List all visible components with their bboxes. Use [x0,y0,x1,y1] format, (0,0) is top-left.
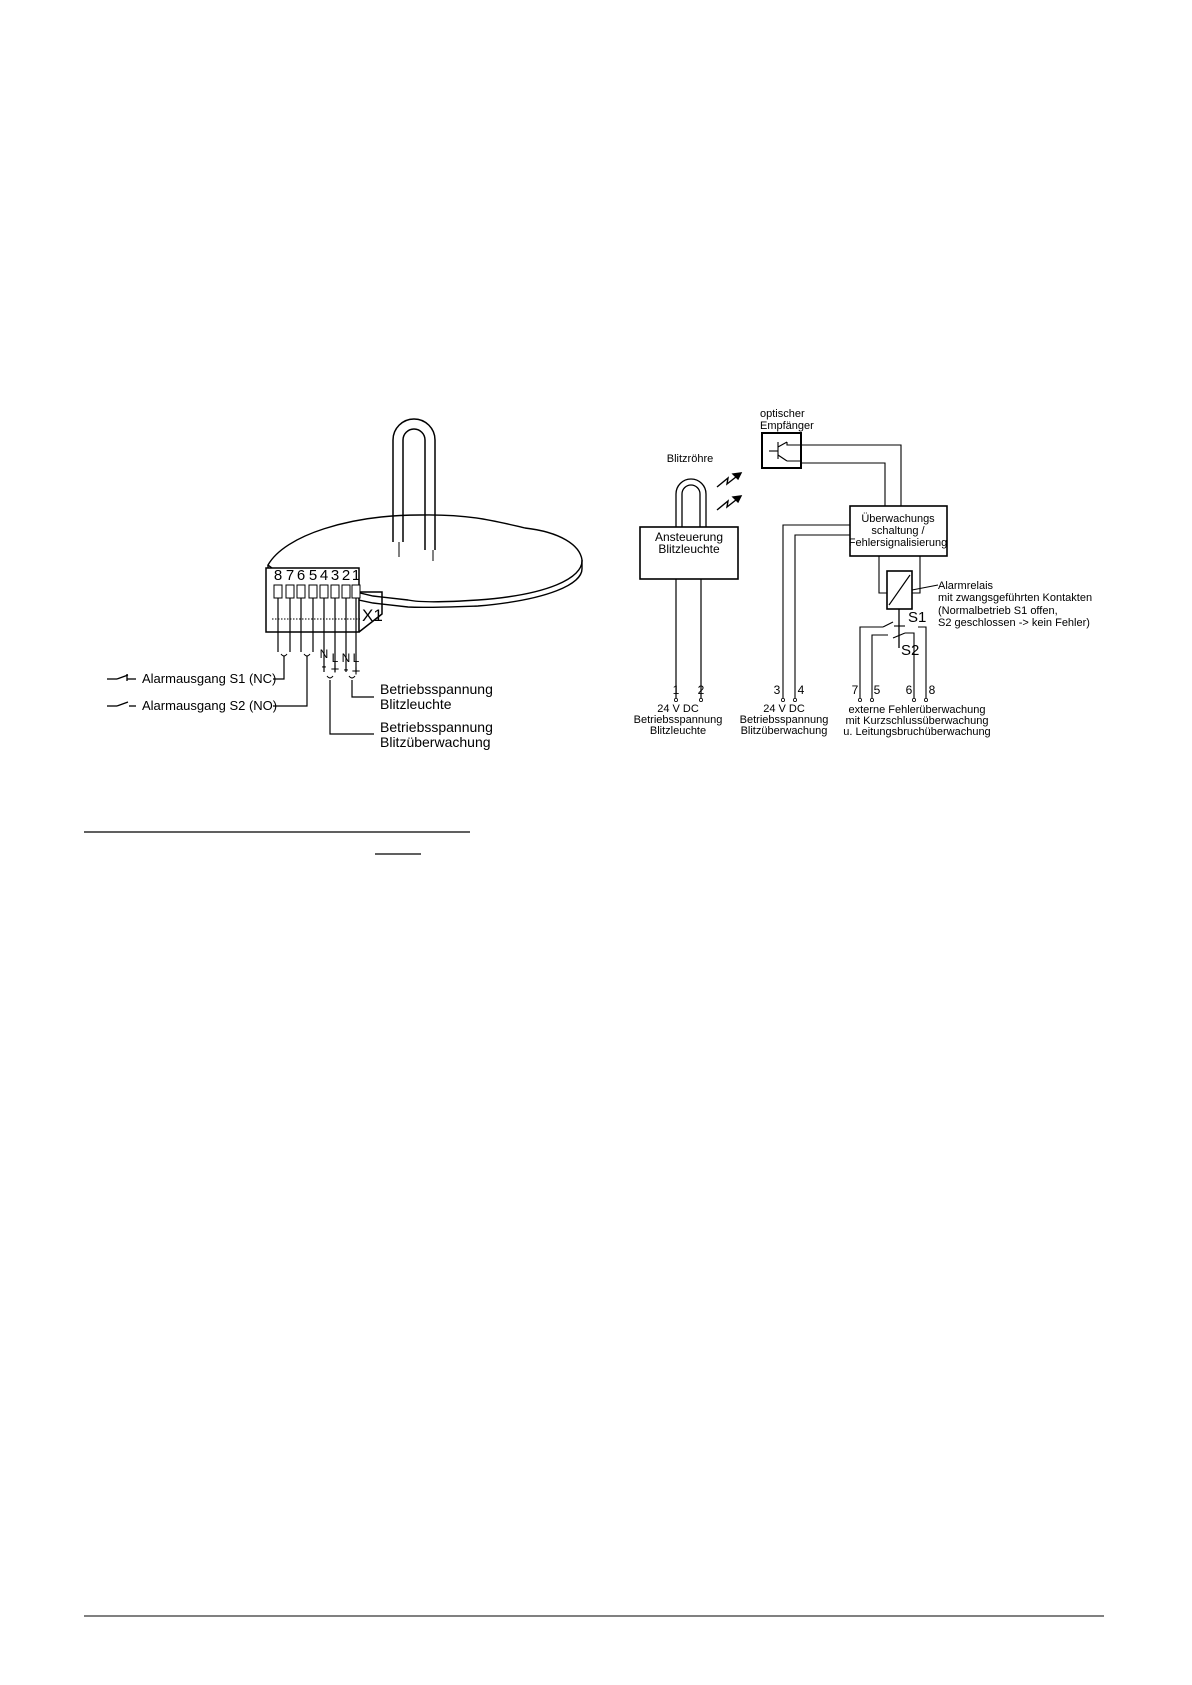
group-external-label: u. Leitungsbruchüberwachung [843,726,990,738]
optical-receiver-box [761,432,802,469]
polarity-label: + [331,661,340,678]
polarity-label: N [342,651,351,665]
group-lamp-label: Betriebsspannung [634,714,723,726]
relay-note: S2 geschlossen -> kein Fehler) [938,617,1090,629]
light-arrows-icon [716,472,743,511]
power-lamp-label: Betriebsspannung [380,681,493,697]
group-external-label: externe Fehlerüberwachung [849,704,986,716]
terminal-number: 8 [274,567,282,584]
monitoring-box-label: Fehlersignalisierung [849,537,947,549]
power-monitor-label: Betriebsspannung [380,719,493,735]
switch-nc-icon [107,674,136,681]
terminal-numbers: 8 7 6 5 4 3 2 1 X1 [274,567,383,625]
schematic-group-labels: 24 V DC Betriebsspannung Blitzleuchte 24… [634,703,991,738]
terminal-number: 7 [852,683,859,697]
power-monitor-label: Blitzüberwachung [380,734,491,750]
terminal-number: 6 [297,567,305,584]
alarm-output-s2-label: Alarmausgang S2 (NO) [142,698,277,713]
flash-tube-label: Blitzröhre [667,453,713,465]
polarity-label: - [344,661,349,678]
terminal-number: 5 [309,567,317,584]
receiver-label: optischer [760,408,805,420]
contact-s2-label: S2 [901,642,919,659]
contact-s1-label: S1 [908,609,926,626]
monitoring-box [849,505,948,557]
terminal-number: 7 [286,567,294,584]
relay-label: Alarmrelais [938,580,994,592]
group-monitor-label: Blitzüberwachung [741,725,828,737]
power-lamp-label: Blitzleuchte [380,696,452,712]
terminal-number: 8 [929,683,936,697]
terminal-number: 2 [342,567,350,584]
terminal-number: 2 [698,683,705,697]
alarm-output-s1-label: Alarmausgang S1 (NC) [142,671,276,686]
terminal-number: 3 [331,567,339,584]
terminal-number: 5 [874,683,881,697]
relay-note: (Normalbetrieb S1 offen, [938,605,1058,617]
label-leaders [273,656,374,735]
polarity-label: - [322,658,327,675]
group-monitor-label: Betriebsspannung [740,714,829,726]
group-monitor-label: 24 V DC [763,703,805,715]
schematic: Blitzröhre Ansteuerung Blitzleuchte opti… [639,408,1092,700]
monitoring-box-label: Überwachungs [861,513,935,525]
monitoring-box-label: schaltung / [871,525,925,537]
terminal-number: 3 [774,683,781,697]
polarity-marks: N L N L - + - + [320,647,361,680]
terminal-number: 6 [906,683,913,697]
group-lamp-label: Blitzleuchte [650,725,706,737]
control-box-label: Blitzleuchte [658,542,720,556]
control-box-label: Ansteuerung [655,530,723,544]
group-lamp-label: 24 V DC [657,703,699,715]
polarity-label: L [332,651,339,665]
receiver-label: Empfänger [760,420,814,432]
relay-label: mit zwangsgeführten Kontakten [938,592,1092,604]
polarity-label: L [353,651,360,665]
connector-label-x1: X1 [362,606,383,625]
terminal-number: 4 [320,567,328,584]
terminal-number: 4 [798,683,805,697]
switch-no-icon [107,701,136,707]
control-box [639,526,739,580]
terminal-number: 1 [673,683,680,697]
polarity-label: N [320,647,329,661]
left-labels: Alarmausgang S1 (NC) Alarmausgang S2 (NO… [142,671,493,750]
terminal-number: 1 [352,567,360,584]
phototransistor-icon [769,441,788,462]
polarity-label: + [352,663,361,680]
group-external-label: mit Kurzschlussüberwachung [845,715,988,727]
schematic-terminal-numbers: 1 2 3 4 7 5 6 8 [673,683,936,703]
